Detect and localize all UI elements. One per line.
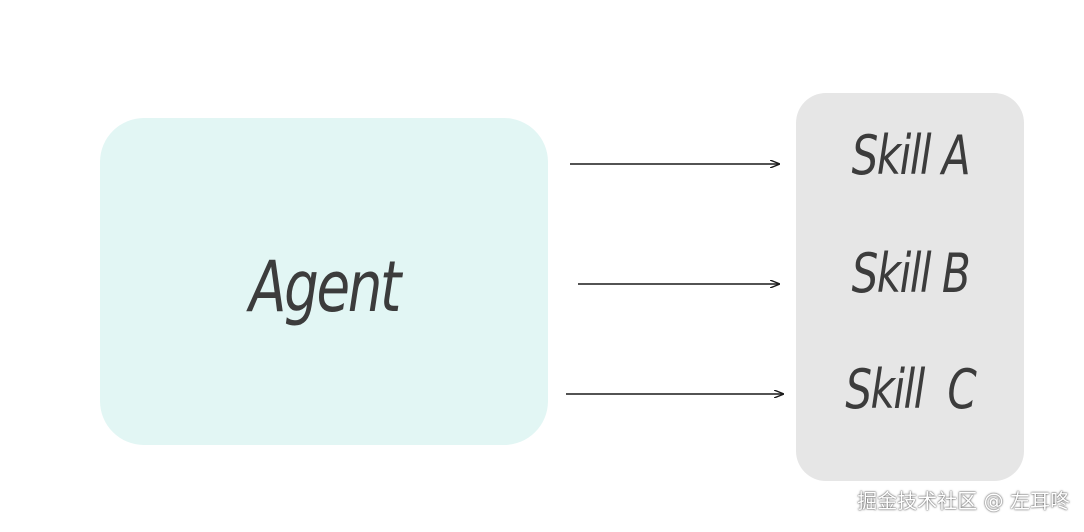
skill-a: Skill A (796, 129, 1024, 183)
skills-panel: Skill A Skill B Skill C (796, 93, 1024, 481)
skill-c-label: Skill C (845, 358, 976, 421)
skill-b: Skill B (796, 247, 1024, 301)
skill-c: Skill C (796, 363, 1024, 417)
agent-box: Agent (100, 118, 548, 445)
skill-b-label: Skill B (851, 242, 970, 305)
agent-label: Agent (249, 245, 401, 328)
watermark-text: 掘金技术社区 @ 左耳咚 (857, 489, 1070, 513)
skill-a-label: Skill A (851, 124, 970, 187)
